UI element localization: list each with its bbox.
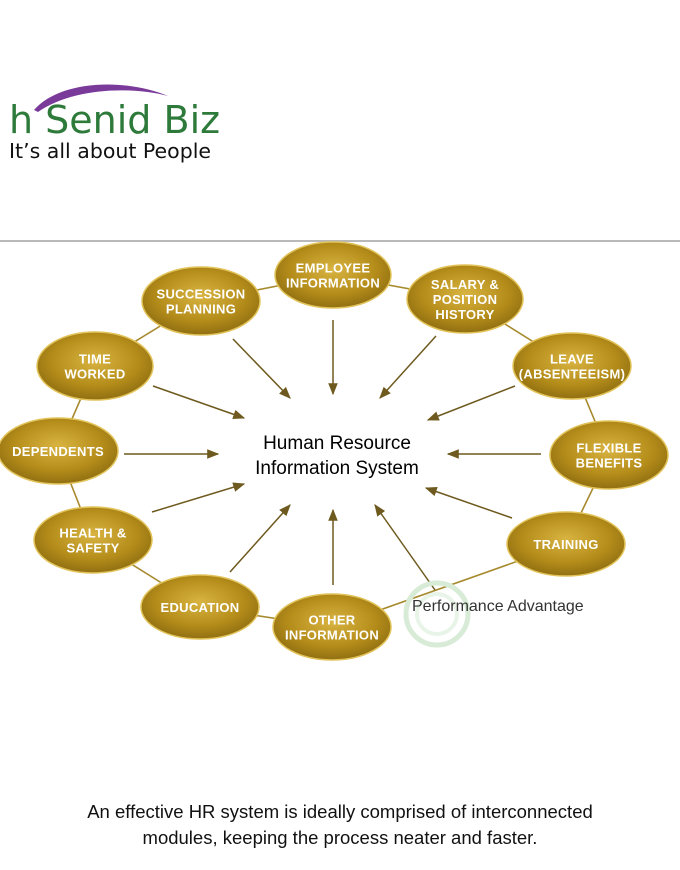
header-divider	[0, 240, 680, 242]
module-label: FLEXIBLE	[576, 441, 641, 456]
center-label-line-2: Information System	[255, 458, 419, 479]
module-label: TIME	[79, 352, 111, 367]
module-ellipse	[140, 574, 260, 640]
module-label: TRAINING	[533, 537, 598, 552]
logo-swoosh-icon	[34, 84, 168, 112]
module-arrow	[374, 504, 436, 591]
module-label: DEPENDENTS	[12, 444, 104, 459]
brand-name: h Senid Biz	[9, 98, 221, 142]
module-label: SAFETY	[66, 541, 119, 556]
module-arrow	[424, 487, 513, 519]
watermark-label: Performance Advantage	[412, 598, 584, 615]
module-ellipse	[512, 332, 632, 400]
module-label: OTHER	[309, 613, 356, 628]
module-label: INFORMATION	[286, 276, 380, 291]
caption-line-1: An effective HR system is ideally compri…	[87, 801, 593, 822]
module-node: TRAINING	[506, 511, 626, 577]
performance-advantage-watermark: Performance Advantage	[403, 580, 584, 648]
module-label: PLANNING	[166, 302, 236, 317]
module-node: DEPENDENTS	[0, 417, 119, 485]
module-arrow	[426, 385, 516, 421]
module-node: EDUCATION	[140, 574, 260, 640]
module-node: LEAVE(ABSENTEEISM)	[512, 332, 632, 400]
module-ellipse	[406, 264, 524, 334]
module-label: (ABSENTEEISM)	[519, 367, 625, 382]
module-label: EMPLOYEE	[296, 261, 371, 276]
module-ellipse	[549, 420, 669, 490]
center-label-line-1: Human Resource	[263, 433, 411, 454]
module-ellipse	[36, 331, 154, 401]
module-node: HEALTH &SAFETY	[33, 506, 153, 574]
caption-line-2: modules, keeping the process neater and …	[142, 827, 538, 848]
brand-logo: h Senid Biz It’s all about People	[0, 0, 300, 180]
module-label: HISTORY	[435, 307, 494, 322]
module-label: SALARY &	[431, 277, 499, 292]
caption: An effective HR system is ideally compri…	[0, 799, 680, 851]
module-label: EDUCATION	[160, 600, 239, 615]
module-arrows	[124, 320, 541, 591]
module-label: SUCCESSION	[157, 287, 246, 302]
module-arrow	[379, 335, 437, 399]
module-ellipse	[272, 593, 392, 661]
module-arrow	[232, 338, 291, 399]
module-ellipse	[506, 511, 626, 577]
module-arrow	[151, 482, 246, 513]
module-ellipse	[274, 241, 392, 309]
module-label: BENEFITS	[576, 456, 643, 471]
module-ellipse	[33, 506, 153, 574]
module-label: POSITION	[433, 292, 498, 307]
module-ellipse	[141, 266, 261, 336]
module-label: LEAVE	[550, 352, 594, 367]
hris-center: Human Resource Information System	[255, 433, 419, 479]
module-label: HEALTH &	[59, 526, 126, 541]
module-label: WORKED	[64, 367, 125, 382]
module-arrow	[152, 385, 246, 419]
module-arrow	[229, 504, 291, 573]
brand-tagline: It’s all about People	[9, 139, 212, 163]
module-label: INFORMATION	[285, 628, 379, 643]
module-ellipse	[0, 417, 119, 485]
